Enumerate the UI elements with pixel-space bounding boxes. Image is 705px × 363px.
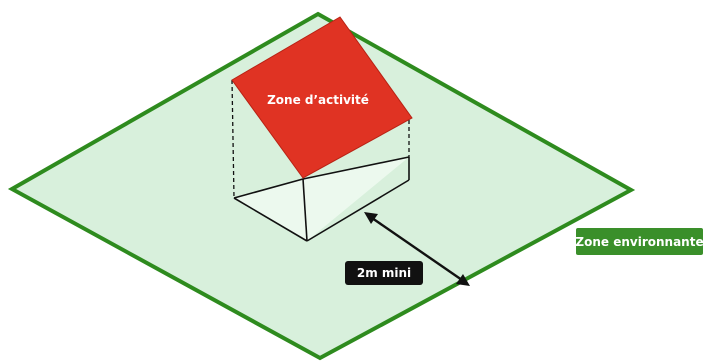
box-frame-edges bbox=[233, 156, 410, 242]
activity-zone-roof bbox=[231, 16, 413, 179]
box-floor bbox=[234, 157, 409, 241]
activity-zone-label: Zone d’activité bbox=[267, 93, 369, 107]
arrow-head-start bbox=[364, 212, 378, 224]
box-dashed-edges bbox=[231, 79, 410, 199]
distance-label: 2m mini bbox=[357, 266, 411, 280]
environment-zone-badge: Zone environnante bbox=[575, 228, 704, 255]
arrow-head-end bbox=[456, 274, 470, 286]
environment-zone-label: Zone environnante bbox=[575, 235, 703, 249]
distance-badge: 2m mini bbox=[345, 261, 423, 285]
distance-arrow bbox=[364, 212, 470, 286]
